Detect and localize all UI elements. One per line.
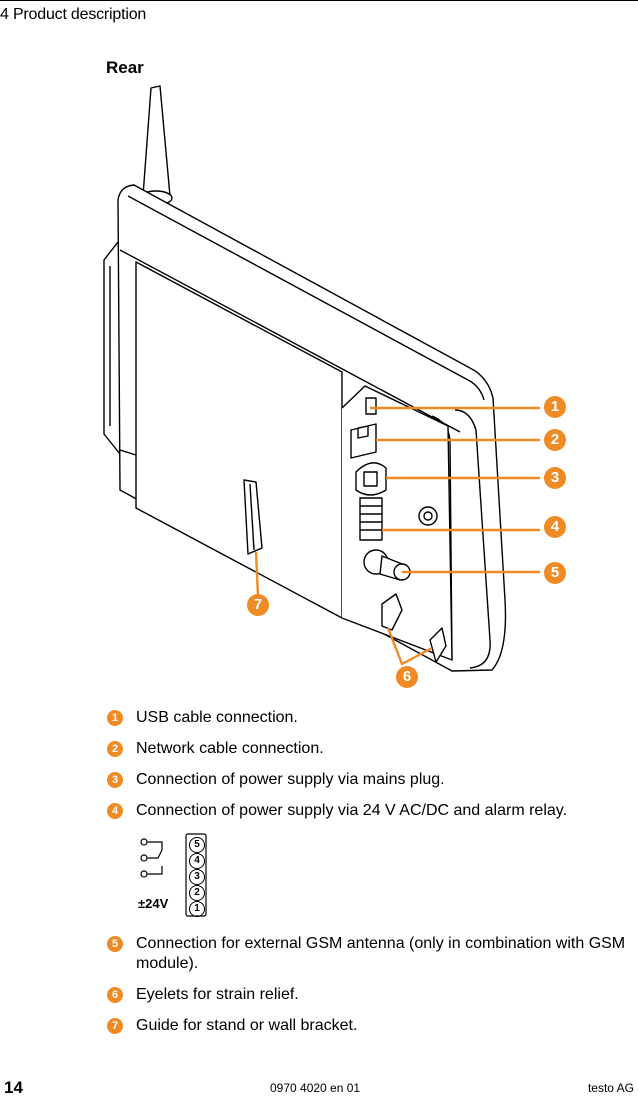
chapter-title: 4 Product description bbox=[0, 6, 147, 23]
callout-5: 5 bbox=[544, 562, 566, 584]
legend-number-6: 6 bbox=[107, 987, 123, 1003]
callout-2: 2 bbox=[544, 429, 566, 451]
terminal-number: 4 bbox=[189, 853, 205, 869]
terminal-number: 3 bbox=[189, 869, 205, 885]
callout-3: 3 bbox=[544, 467, 566, 489]
section-title: Rear bbox=[106, 58, 144, 77]
legend-text: USB cable connection. bbox=[136, 709, 298, 726]
legend-text: Connection for external GSM antenna (onl… bbox=[136, 935, 626, 972]
terminal-number: 5 bbox=[189, 837, 205, 853]
document-number: 0970 4020 en 01 bbox=[270, 1081, 361, 1095]
legend-text: Connection of power supply via mains plu… bbox=[136, 771, 445, 788]
legend-text: Network cable connection. bbox=[136, 740, 324, 757]
legend-number-4: 4 bbox=[107, 803, 123, 819]
usb-port-icon bbox=[365, 397, 377, 415]
legend-item: 2 Network cable connection. bbox=[107, 739, 627, 759]
legend-item: 7 Guide for stand or wall bracket. bbox=[107, 1016, 627, 1036]
legend-number-3: 3 bbox=[107, 772, 123, 788]
callout-4: 4 bbox=[544, 516, 566, 538]
callout-6: 6 bbox=[396, 666, 418, 688]
legend-number-2: 2 bbox=[107, 741, 123, 757]
supply-voltage-label: ±24V bbox=[138, 896, 169, 911]
legend-text: Eyelets for strain relief. bbox=[136, 986, 299, 1003]
callout-7: 7 bbox=[247, 594, 269, 616]
antenna-icon bbox=[142, 85, 171, 197]
callout-1: 1 bbox=[544, 396, 566, 418]
legend-number-1: 1 bbox=[107, 710, 123, 726]
terminal-number: 1 bbox=[189, 901, 205, 917]
eyelet-icon bbox=[381, 593, 403, 631]
device-drawing bbox=[103, 85, 540, 672]
stand-guide-icon bbox=[243, 479, 263, 555]
terminal-number: 2 bbox=[189, 885, 205, 901]
header-rule bbox=[0, 0, 638, 1]
device-rear-illustration: 1 2 3 4 5 6 7 bbox=[0, 80, 638, 700]
legend-item: 6 Eyelets for strain relief. bbox=[107, 985, 627, 1005]
legend-text: Connection of power supply via 24 V AC/D… bbox=[136, 802, 568, 819]
legend-number-5: 5 bbox=[107, 936, 123, 952]
legend-item: 4 Connection of power supply via 24 V AC… bbox=[107, 801, 627, 821]
terminal-block-icon bbox=[359, 497, 383, 541]
legend-item: 1 USB cable connection. bbox=[107, 708, 627, 728]
page-number: 14 bbox=[4, 1078, 23, 1097]
page-footer: 14 0970 4020 en 01 testo AG bbox=[0, 1075, 638, 1098]
legend-item: 3 Connection of power supply via mains p… bbox=[107, 770, 627, 790]
legend-text: Guide for stand or wall bracket. bbox=[136, 1017, 358, 1034]
legend-number-7: 7 bbox=[107, 1018, 123, 1034]
legend-item: 5 Connection for external GSM antenna (o… bbox=[107, 934, 627, 974]
callout-legend: 1 USB cable connection. 2 Network cable … bbox=[107, 708, 627, 1047]
page-header: 4 Product description bbox=[0, 0, 638, 30]
terminal-wiring-diagram: 5 4 3 2 1 ±24V bbox=[136, 832, 226, 918]
network-port-icon bbox=[350, 423, 377, 459]
company-name: testo AG bbox=[587, 1081, 634, 1095]
